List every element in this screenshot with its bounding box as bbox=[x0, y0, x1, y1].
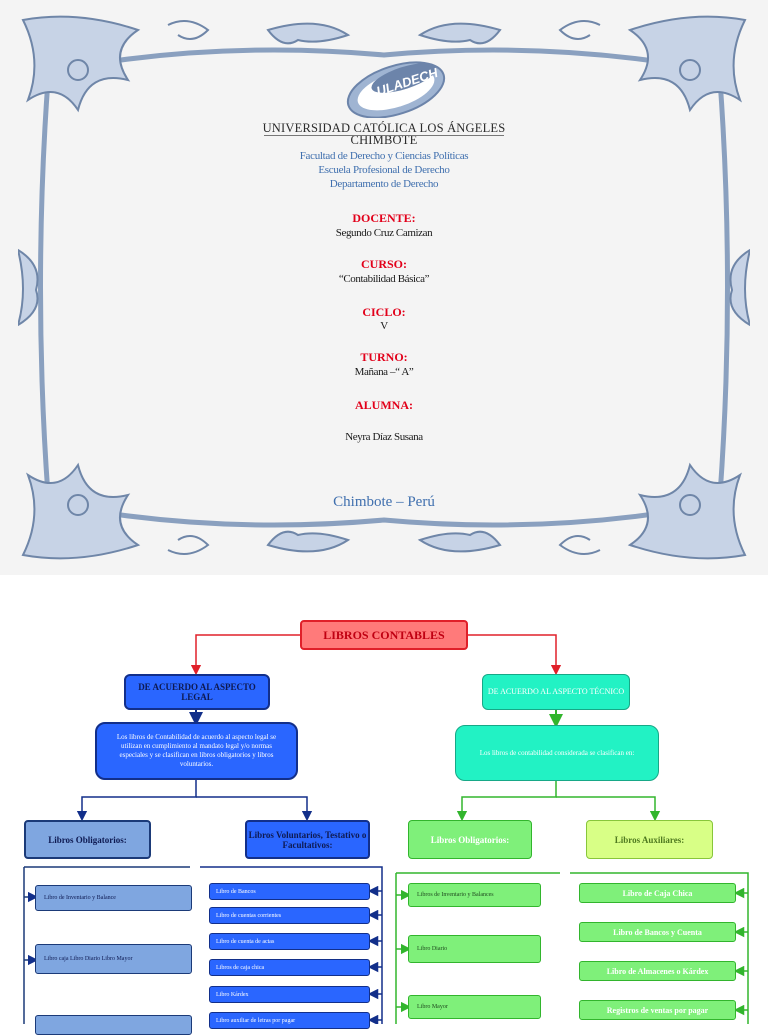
legal-voluntario-item: Libros de caja chica bbox=[209, 959, 370, 976]
technical-description-node: Los libros de contabilidad considerada s… bbox=[455, 725, 659, 781]
technical-obligatorios-node: Libros Obligatorios: bbox=[408, 820, 532, 859]
legal-obligatorios-node: Libros Obligatorios: bbox=[24, 820, 151, 859]
root-node: LIBROS CONTABLES bbox=[300, 620, 468, 650]
technical-auxiliar-item: Libro de Caja Chica bbox=[579, 883, 736, 903]
university-line-2: CHIMBOTE bbox=[350, 133, 418, 147]
docente-label: DOCENTE: bbox=[352, 211, 416, 225]
technical-obligatorio-item: Libro Mayor bbox=[408, 995, 541, 1019]
legal-description-node: Los libros de Contabilidad de acuerdo al… bbox=[95, 722, 298, 780]
technical-auxiliares-node: Libros Auxiliares: bbox=[586, 820, 713, 859]
cover-page: ULADECH CATÓLICA UNIVERSIDAD CATÓLICA LO… bbox=[0, 0, 768, 575]
university-line-1: UNIVERSIDAD CATÓLICA LOS ÁNGELES bbox=[262, 121, 506, 135]
legal-voluntario-item: Libro de Bancos bbox=[209, 883, 370, 900]
department-text: Departamento de Derecho bbox=[329, 178, 439, 190]
turno-value: Mañana –“ A” bbox=[354, 366, 414, 378]
alumna-value: Neyra Díaz Susana bbox=[345, 431, 423, 443]
alumna-label: ALUMNA: bbox=[355, 398, 413, 412]
technical-auxiliar-item: Libro de Bancos y Cuenta bbox=[579, 922, 736, 942]
curso-label: CURSO: bbox=[360, 257, 407, 271]
curso-value: “Contabilidad Básica” bbox=[338, 273, 430, 285]
ciclo-value: V bbox=[380, 320, 388, 332]
technical-obligatorio-item: Libros de Inventario y Balances bbox=[408, 883, 541, 907]
legal-obligatorio-item bbox=[35, 1015, 192, 1035]
legal-voluntario-item: Libro Kárdex bbox=[209, 986, 370, 1003]
connector-lines bbox=[23, 634, 749, 1024]
legal-obligatorio-item: Libro caja Libro Diario Libro Mayor bbox=[35, 944, 192, 974]
legal-voluntario-item: Libro de cuentas corrientes bbox=[209, 907, 370, 924]
ornamental-frame-icon bbox=[18, 15, 750, 560]
university-name: UNIVERSIDAD CATÓLICA LOS ÁNGELES CHIMBOT… bbox=[0, 121, 768, 147]
docente-value: Segundo Cruz Camizan bbox=[335, 227, 433, 239]
legal-voluntario-item: Libro auxiliar de letras por pagar bbox=[209, 1012, 370, 1029]
technical-obligatorio-item: Libro Diario bbox=[408, 935, 541, 963]
legal-obligatorio-item: Libro de Inventario y Balance bbox=[35, 885, 192, 911]
faculty-text: Facultad de Derecho y Ciencias Políticas bbox=[299, 150, 469, 162]
technical-aspect-node: DE ACUERDO AL ASPECTO TÉCNICO bbox=[482, 674, 630, 710]
legal-aspect-node: DE ACUERDO AL ASPECTO LEGAL bbox=[124, 674, 270, 710]
place-text: Chimbote – Perú bbox=[333, 494, 435, 510]
concept-map: LIBROS CONTABLES DE ACUERDO AL ASPECTO L… bbox=[0, 575, 768, 1035]
legal-voluntarios-node: Libros Voluntarios, Testativo o Facultat… bbox=[245, 820, 370, 859]
technical-auxiliar-item: Libro de Almacenes o Kárdex bbox=[579, 961, 736, 981]
school-text: Escuela Profesional de Derecho bbox=[318, 164, 450, 176]
university-divider bbox=[264, 135, 504, 136]
ciclo-label: CICLO: bbox=[362, 305, 406, 319]
uladech-logo-icon: ULADECH CATÓLICA bbox=[346, 61, 446, 118]
turno-label: TURNO: bbox=[360, 350, 408, 364]
technical-auxiliar-item: Registros de ventas por pagar bbox=[579, 1000, 736, 1020]
legal-voluntario-item: Libro de cuenta de actas bbox=[209, 933, 370, 950]
